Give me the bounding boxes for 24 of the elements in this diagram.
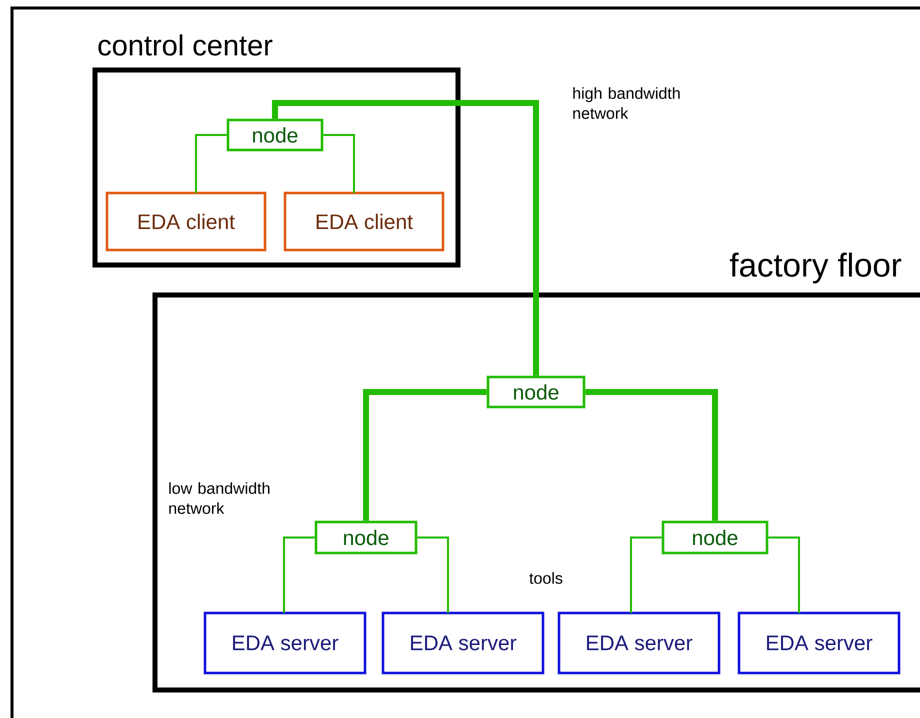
network-node: node [314, 520, 418, 554]
connector-line [585, 389, 718, 521]
connector-line [283, 536, 315, 613]
node-label: factory floor [730, 252, 902, 284]
connector-line [768, 536, 800, 613]
server-box: EDA server [382, 612, 544, 674]
node-label: control center [98, 34, 272, 56]
connector-line [323, 134, 355, 193]
text-label: high bandwidth network [573, 87, 680, 119]
server-box: EDA server [558, 612, 720, 674]
connector-line [272, 100, 539, 376]
connector-line [195, 134, 227, 193]
connector-line [630, 536, 662, 613]
text-label: low bandwidth network [169, 482, 270, 514]
network-node: node [226, 118, 324, 152]
server-box: EDA server [738, 612, 900, 674]
client-box: EDA client [106, 192, 266, 252]
network-node: node [662, 520, 768, 554]
text-label: tools [529, 572, 562, 584]
connector-line [417, 536, 449, 613]
network-node: node [486, 376, 586, 408]
server-box: EDA server [204, 612, 366, 674]
connector-line [363, 389, 487, 521]
client-box: EDA client [284, 192, 444, 252]
